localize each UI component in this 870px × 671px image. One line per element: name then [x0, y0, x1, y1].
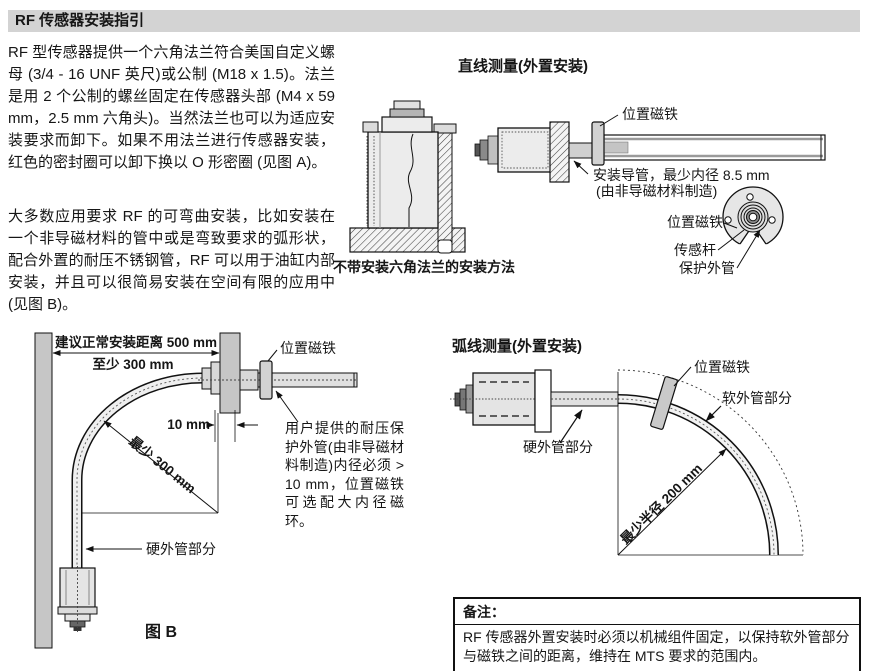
- flange-plate: [534, 369, 552, 433]
- dim-10mm: 10 mm: [167, 417, 210, 432]
- leader-rod: [717, 229, 745, 251]
- label-guide-tube-1: 安装导管，最少内径 8.5 mm: [593, 167, 770, 183]
- mounting-bolt: [433, 123, 457, 254]
- wall: [34, 332, 53, 649]
- note-box: 备注： RF 传感器外置安装时必须以机械组件固定，以保持软外管部分与磁铁之间的距…: [453, 597, 861, 671]
- mounting-plate: [219, 332, 241, 414]
- diagram-straight-measure: 位置磁铁 安装导管，最少内径 8.5 mm (由非导磁材料制造): [474, 106, 826, 199]
- position-magnet-disc: [259, 360, 273, 400]
- sensor-body-vertical: [362, 100, 439, 229]
- leader-magnet: [673, 366, 692, 387]
- protective-outer-tube: [603, 134, 826, 161]
- flange-disc: [722, 186, 784, 254]
- label-position-magnet: 位置磁铁: [667, 214, 723, 230]
- bent-outer-tube: [71, 372, 220, 568]
- dim-300mm: 至少 300 mm: [92, 357, 173, 372]
- label-hard-tube: 硬外管部分: [523, 439, 593, 455]
- soft-outer-tube-arc: [550, 394, 779, 556]
- label-position-magnet: 位置磁铁: [622, 106, 678, 122]
- radius-line: [617, 448, 727, 556]
- radius-line: [103, 420, 219, 514]
- outer-dotted-arc: [617, 369, 804, 556]
- heading-arc-measure: 弧线测量(外置安装): [452, 338, 582, 355]
- leader-protect-tube: [736, 229, 761, 269]
- sensor-body-horizontal: [497, 127, 553, 173]
- leader-magnet: [599, 114, 619, 127]
- note-text: RF 传感器外置安装时必须以机械组件固定，以保持软外管部分与磁铁之间的距离，维持…: [463, 629, 850, 664]
- leader-magnet: [723, 222, 738, 229]
- leader-hard-tube: [559, 409, 583, 444]
- sensor-body-horizontal: [450, 372, 545, 426]
- heading-straight-measure: 直线测量(外置安装): [458, 58, 588, 75]
- intro-paragraph-1: RF 型传感器提供一个六角法兰符合美国自定义螺母 (3/4 - 16 UNF 英…: [8, 44, 335, 171]
- sensor-rod: [198, 372, 358, 388]
- position-magnet-disc: [650, 376, 678, 430]
- label-guide-tube-2: (由非导磁材料制造): [596, 183, 717, 199]
- label-radius: 最少半径 200 mm: [617, 460, 705, 547]
- diagram-no-flange-mount: [349, 100, 466, 254]
- caption-figure-b: 图 B: [145, 624, 178, 641]
- position-magnet-disc: [591, 121, 605, 166]
- diagram-end-view: 位置磁铁 传感杆 保护外管: [667, 186, 784, 276]
- intro-paragraph-2: 大多数应用要求 RF 的可弯曲安装，比如安装在一个非导磁材料的管中或是弯致要求的…: [8, 208, 335, 313]
- diagram-arc-measure: 位置磁铁 软外管部分 硬外管部分 最少半径 200 mm: [450, 359, 804, 556]
- hard-tube-rod: [550, 391, 619, 407]
- label-position-magnet: 位置磁铁: [694, 359, 750, 375]
- label-position-magnet: 位置磁铁: [280, 340, 336, 356]
- leader-user-tube: [275, 390, 299, 423]
- leader-guide-tube: [573, 160, 589, 175]
- label-hard-tube: 硬外管部分: [146, 541, 216, 557]
- sensor-connector: [474, 135, 499, 165]
- caption-no-flange: 不带安装六角法兰的安装方法: [333, 259, 515, 275]
- label-sensor-rod: 传感杆: [674, 242, 716, 258]
- label-soft-tube: 软外管部分: [722, 390, 792, 406]
- page-title: RF 传感器安装指引: [8, 10, 860, 32]
- hex-flange-hatched: [549, 121, 570, 183]
- tube-fitting-nuts: [201, 361, 259, 395]
- label-radius: 最少 300 mm: [126, 434, 198, 497]
- label-protect-tube: 保护外管: [679, 260, 735, 276]
- leader-soft-tube: [705, 405, 722, 422]
- dim-500mm: 建议正常安装距离 500 mm: [54, 334, 217, 350]
- note-title: 备注：: [455, 599, 859, 625]
- figure-b-user-tube-note: 用户提供的耐压保护外管(由非导磁材料制造)内径必须 > 10 mm，位置磁铁可选…: [285, 420, 404, 529]
- sensor-head: [57, 566, 98, 633]
- diagram-figure-b: 建议正常安装距离 500 mm 至少 300 mm 位置磁铁 10 mm 最少 …: [34, 332, 358, 649]
- leader-magnet: [267, 349, 278, 362]
